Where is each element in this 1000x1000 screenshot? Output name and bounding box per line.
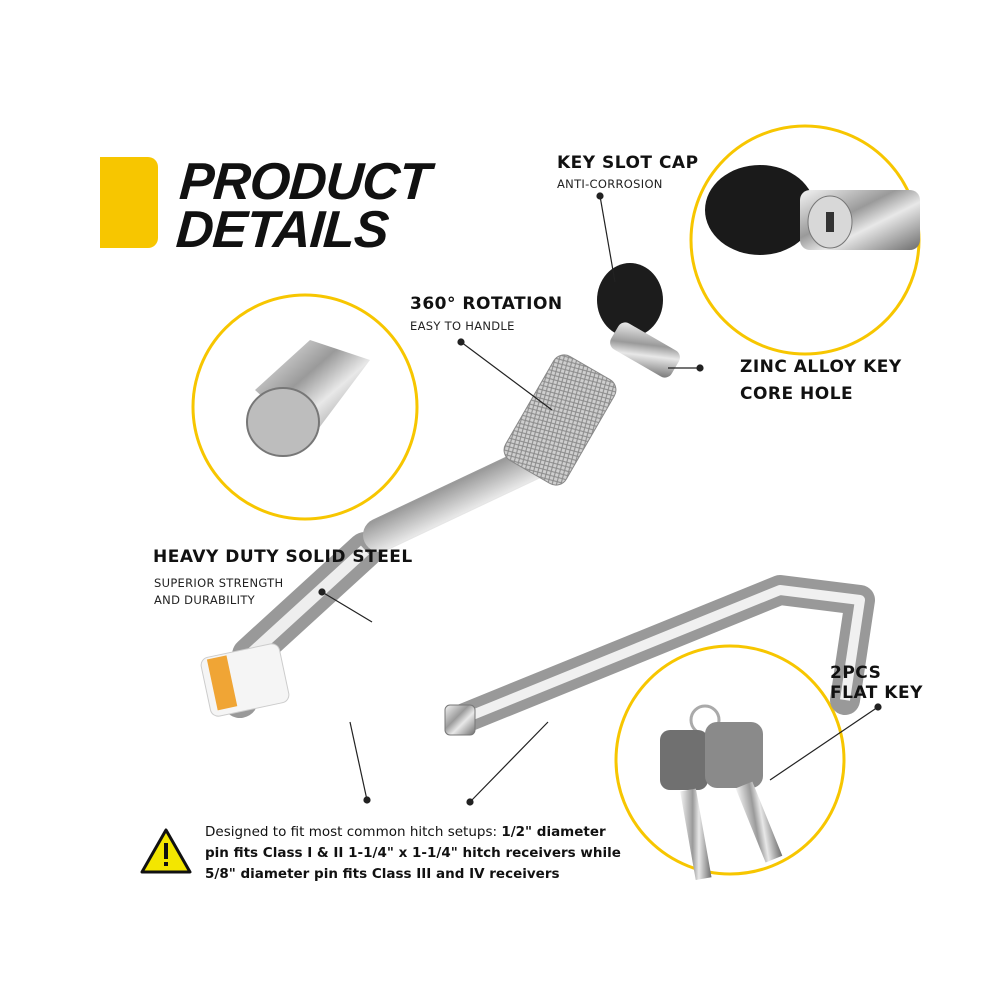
zinc-label-2: CORE HOLE: [740, 384, 854, 404]
keys-label-1: 2PCS: [830, 663, 882, 683]
rotation-label: 360° ROTATION: [410, 294, 563, 314]
key-slot-cap-label: KEY SLOT CAP: [557, 153, 699, 173]
keys-label-2: FLAT KEY: [830, 683, 923, 703]
steel-sub-1: SUPERIOR STRENGTH: [154, 576, 284, 590]
warning-icon: [140, 828, 192, 874]
steel-label: HEAVY DUTY SOLID STEEL: [153, 547, 413, 567]
hitch-lock-pin-second: [444, 575, 875, 736]
detail-circle-keys: [614, 644, 846, 881]
hitch-lock-pin-main: [200, 263, 680, 718]
detail-circle-pin-end: [191, 293, 419, 521]
leader-lines: [318, 192, 882, 806]
key-slot-cap-sub: ANTI-CORROSION: [557, 177, 663, 191]
note-bold-text: 1/2" diameter pin fits Class I & II 1-1/…: [205, 824, 621, 882]
steel-sub-2: AND DURABILITY: [154, 593, 255, 607]
title-accent-bar: [100, 157, 158, 248]
compatibility-note: Designed to fit most common hitch setups…: [205, 822, 625, 885]
zinc-label-1: ZINC ALLOY KEY: [740, 357, 902, 377]
rotation-sub: EASY TO HANDLE: [410, 319, 515, 333]
note-normal-text: Designed to fit most common hitch setups…: [205, 824, 502, 840]
detail-circle-key-slot: [689, 124, 921, 356]
